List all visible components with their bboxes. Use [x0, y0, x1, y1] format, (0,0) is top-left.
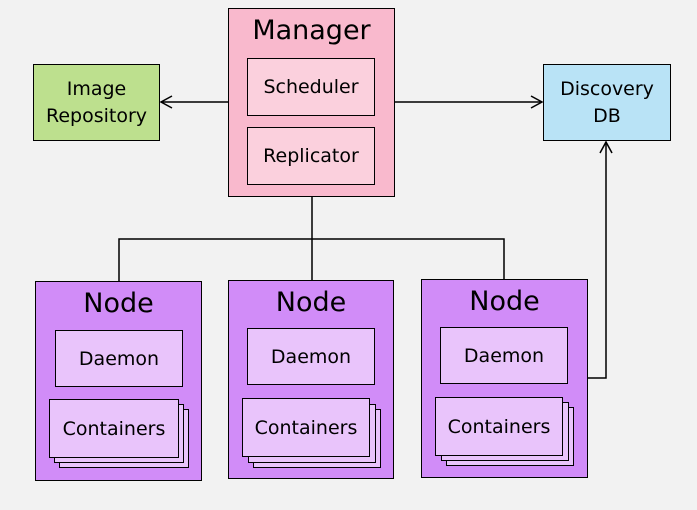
node-box: Node Daemon Containers	[35, 281, 202, 481]
containers-label: Containers	[254, 416, 358, 439]
image-repository-label-line1: Image	[66, 77, 127, 100]
containers-label: Containers	[447, 415, 551, 438]
daemon-label: Daemon	[463, 344, 545, 367]
containers-label: Containers	[62, 417, 166, 440]
containers-box: Containers	[435, 397, 563, 456]
arrow-node-to-discovery-db	[588, 140, 613, 379]
daemon-label: Daemon	[78, 347, 160, 370]
daemon-box: Daemon	[55, 330, 183, 387]
containers-box: Containers	[242, 398, 370, 457]
scheduler-label: Scheduler	[263, 76, 359, 98]
replicator-label: Replicator	[263, 145, 359, 167]
node-title: Node	[469, 286, 540, 317]
node-box: Node Daemon Containers	[228, 280, 394, 479]
manager-title: Manager	[252, 15, 371, 46]
node-title: Node	[83, 288, 154, 319]
manager-box: Manager Scheduler Replicator	[228, 8, 395, 197]
line-bus	[118, 238, 505, 281]
node-box: Node Daemon Containers	[421, 279, 588, 478]
discovery-db-label-line1: Discovery	[560, 77, 654, 100]
image-repository-box: Image Repository	[33, 64, 160, 141]
discovery-db-label-line2: DB	[593, 104, 621, 127]
daemon-label: Daemon	[270, 345, 352, 368]
replicator-box: Replicator	[247, 127, 375, 185]
daemon-box: Daemon	[247, 328, 375, 385]
containers-box: Containers	[49, 399, 179, 458]
node-title: Node	[275, 287, 347, 318]
daemon-box: Daemon	[440, 327, 568, 384]
image-repository-label-line2: Repository	[45, 104, 148, 127]
discovery-db-box: Discovery DB	[543, 64, 671, 141]
scheduler-box: Scheduler	[247, 58, 375, 116]
